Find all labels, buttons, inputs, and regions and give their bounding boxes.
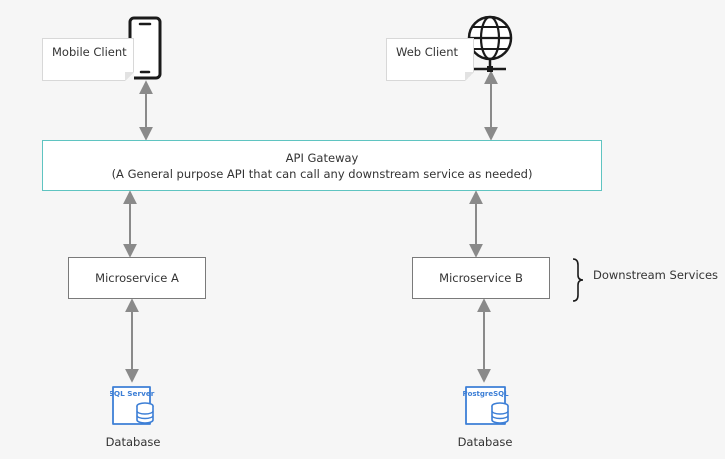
postgresql-badge: PostgreSQL (463, 390, 509, 398)
microservice-b-label: Microservice B (439, 271, 523, 285)
mobile-client-note: Mobile Client (42, 38, 134, 81)
web-client-note: Web Client (386, 38, 474, 81)
sql-server-badge: SQL Server (110, 389, 155, 398)
mobile-client-label: Mobile Client (52, 45, 127, 59)
api-gateway-subtitle: (A General purpose API that can call any… (111, 166, 533, 181)
sql-server-database-icon: SQL Server (110, 386, 155, 425)
database-a-label: Database (105, 435, 161, 449)
microservice-a-box: Microservice A (68, 257, 206, 299)
api-gateway-title: API Gateway (285, 150, 359, 165)
downstream-services-label: Downstream Services (593, 268, 719, 282)
microservice-b-box: Microservice B (412, 257, 550, 299)
web-client-label: Web Client (396, 45, 459, 59)
postgresql-database-icon: PostgreSQL (463, 386, 509, 425)
api-gateway-box: API Gateway (A General purpose API that … (42, 140, 602, 191)
microservice-a-label: Microservice A (95, 271, 179, 285)
curly-brace-icon (572, 258, 584, 302)
database-b-label: Database (457, 435, 513, 449)
